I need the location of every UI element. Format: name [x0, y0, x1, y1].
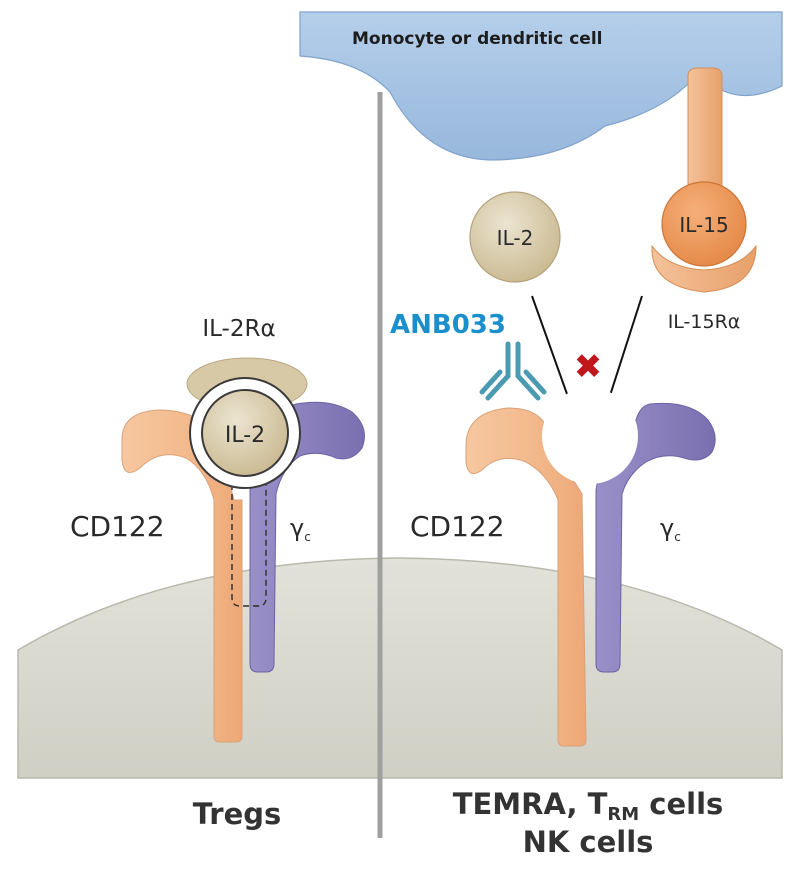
- right-gamma-label: γc: [660, 514, 681, 544]
- anb033-label: ANB033: [390, 310, 506, 340]
- left-cells-label: Tregs: [193, 797, 282, 831]
- top-cell-label: Monocyte or dendritic cell: [352, 29, 602, 49]
- left-il2ra-label: IL-2Rα: [202, 316, 275, 342]
- il15-arrow: [602, 295, 643, 411]
- right-cd122-receptor: [465, 407, 587, 747]
- right-cd122-label: CD122: [410, 510, 505, 543]
- right-cells-label-line1: TEMRA, TRM cells: [453, 787, 724, 825]
- il15-ligand: [661, 181, 747, 267]
- il2-arrow: [531, 295, 575, 411]
- left-il2-label: IL-2: [225, 423, 265, 448]
- il15ra-label: IL-15Rα: [668, 311, 741, 333]
- left-dashed-channel: [231, 484, 267, 607]
- right-cells-label-line2: NK cells: [523, 825, 654, 859]
- anb033-antibody: [479, 341, 547, 401]
- il15ra-stalk: [687, 67, 723, 197]
- blocked-mark: ✖: [574, 347, 603, 387]
- left-cd122-label: CD122: [70, 510, 165, 543]
- right-empty-binding-site: [542, 388, 638, 484]
- il15ra-cup: [651, 244, 757, 293]
- il15-label: IL-15: [679, 213, 728, 237]
- right-il2-label: IL-2: [497, 226, 534, 250]
- cell-membrane: [17, 557, 783, 779]
- left-gamma-label: γc: [290, 514, 311, 544]
- right-il2-ligand: [469, 191, 561, 283]
- left-cd122-receptor: [121, 409, 243, 743]
- left-il2-bound: [201, 389, 289, 477]
